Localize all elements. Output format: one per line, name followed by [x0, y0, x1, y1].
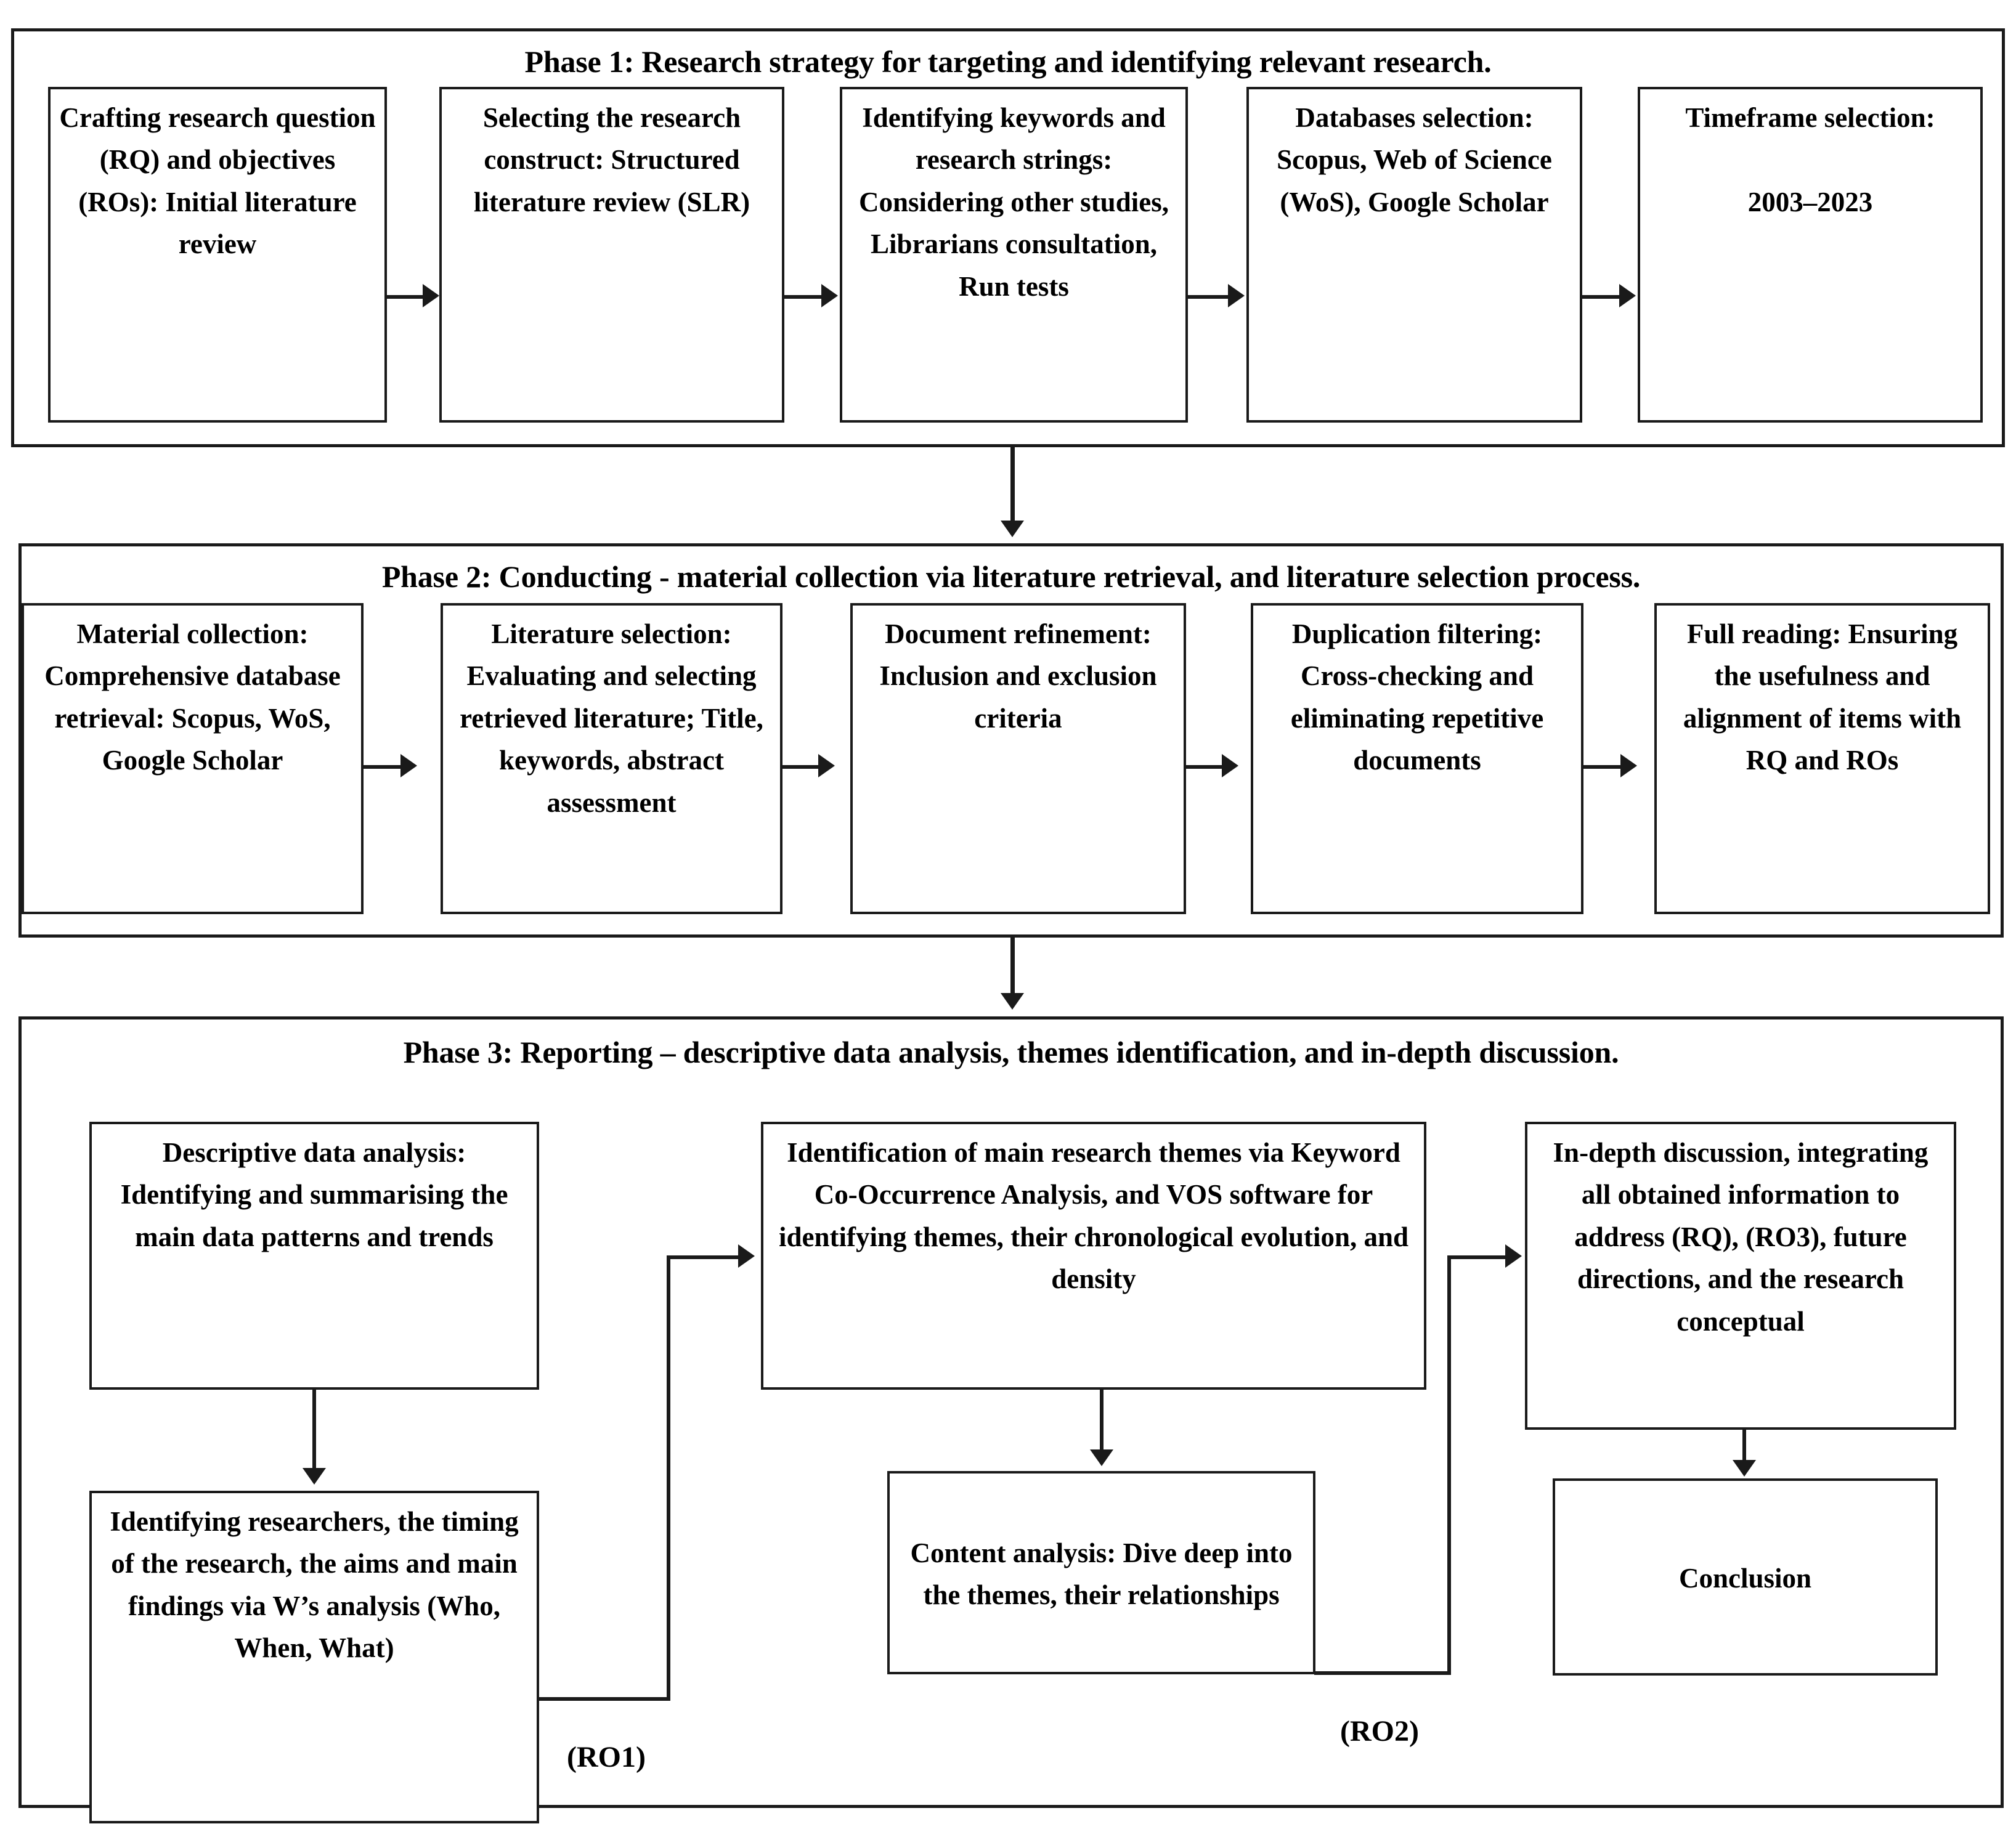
connector-p3-ro1-v	[667, 1255, 670, 1701]
edge-label-ro1: (RO1)	[567, 1741, 646, 1773]
box-literature-selection: Literature selection: Evaluating and sel…	[441, 603, 782, 914]
connector-p1-1	[387, 295, 424, 299]
phase-2-panel: Phase 2: Conducting - material collectio…	[18, 543, 2004, 938]
box-content-analysis: Content analysis: Dive deep into the the…	[887, 1471, 1315, 1674]
box-identifying-researchers: Identifying researchers, the timing of t…	[89, 1491, 539, 1823]
box-material-collection: Material collection: Comprehensive datab…	[22, 603, 364, 914]
box-research-construct: Selecting the research construct: Struct…	[439, 87, 784, 423]
connector-phase2-to-phase3	[1010, 938, 1015, 994]
arrow-p2-3	[1222, 754, 1238, 777]
edge-label-ro2: (RO2)	[1340, 1715, 1419, 1748]
arrow-p3-ro2	[1505, 1244, 1522, 1268]
arrow-p3-discussion-to-conclusion	[1733, 1460, 1756, 1477]
connector-p3-ro2-v	[1447, 1255, 1451, 1675]
arrow-p3-ro1	[738, 1244, 755, 1268]
connector-p3-discussion-to-conclusion	[1742, 1430, 1746, 1462]
phase-2-title: Phase 2: Conducting - material collectio…	[381, 559, 1641, 594]
arrow-p2-1	[400, 754, 417, 777]
phase-3-title: Phase 3: Reporting – descriptive data an…	[403, 1035, 1619, 1069]
timeframe-text: Timeframe selection: 2003–2023	[1685, 102, 1935, 217]
box-full-reading: Full reading: Ensuring the usefulness an…	[1654, 603, 1990, 914]
arrow-p1-3	[1228, 284, 1245, 307]
connector-p3-themes-to-content	[1100, 1390, 1104, 1451]
box-keywords-strings: Identifying keywords and research string…	[840, 87, 1188, 423]
connector-p3-ro1-h1	[538, 1697, 670, 1701]
box-databases-selection: Databases selection: Scopus, Web of Scie…	[1246, 87, 1582, 423]
connector-p2-3	[1186, 765, 1223, 769]
connector-phase1-to-phase2	[1010, 447, 1015, 522]
box-timeframe-selection: Timeframe selection: 2003–2023	[1638, 87, 1983, 423]
connector-p1-3	[1188, 295, 1229, 299]
phase-3-panel: Phase 3: Reporting – descriptive data an…	[18, 1016, 2004, 1823]
connector-p3-desc-to-researchers	[312, 1390, 316, 1470]
arrow-p3-desc-to-researchers	[303, 1468, 326, 1485]
arrow-phase2-to-phase3	[1001, 993, 1024, 1010]
connector-p2-1	[364, 765, 402, 769]
box-descriptive-data-analysis: Descriptive data analysis: Identifying a…	[89, 1122, 539, 1390]
arrow-phase1-to-phase2	[1001, 521, 1024, 537]
connector-p2-4	[1583, 765, 1622, 769]
connector-p2-2	[782, 765, 819, 769]
box-crafting-rq: Crafting research question (RQ) and obje…	[48, 87, 387, 423]
box-main-research-themes: Identification of main research themes v…	[761, 1122, 1426, 1390]
phase-1-panel: Phase 1: Research strategy for targeting…	[11, 28, 2005, 447]
box-conclusion: Conclusion	[1553, 1478, 1938, 1676]
connector-p1-4	[1582, 295, 1620, 299]
arrow-p2-2	[818, 754, 835, 777]
box-document-refinement: Document refinement: Inclusion and exclu…	[850, 603, 1186, 914]
arrow-p1-1	[423, 284, 439, 307]
arrow-p1-2	[821, 284, 838, 307]
arrow-p3-themes-to-content	[1090, 1449, 1113, 1466]
box-duplication-filtering: Duplication filtering: Cross-checking an…	[1251, 603, 1583, 914]
connector-p3-ro2-h1	[1314, 1671, 1451, 1675]
connector-p1-2	[784, 295, 823, 299]
box-in-depth-discussion: In-depth discussion, integrating all obt…	[1525, 1122, 1956, 1430]
connector-p3-ro1-h2	[667, 1255, 739, 1259]
phase-1-title: Phase 1: Research strategy for targeting…	[524, 44, 1492, 79]
arrow-p1-4	[1619, 284, 1636, 307]
connector-p3-ro2-h2	[1447, 1255, 1506, 1259]
arrow-p2-4	[1620, 754, 1637, 777]
